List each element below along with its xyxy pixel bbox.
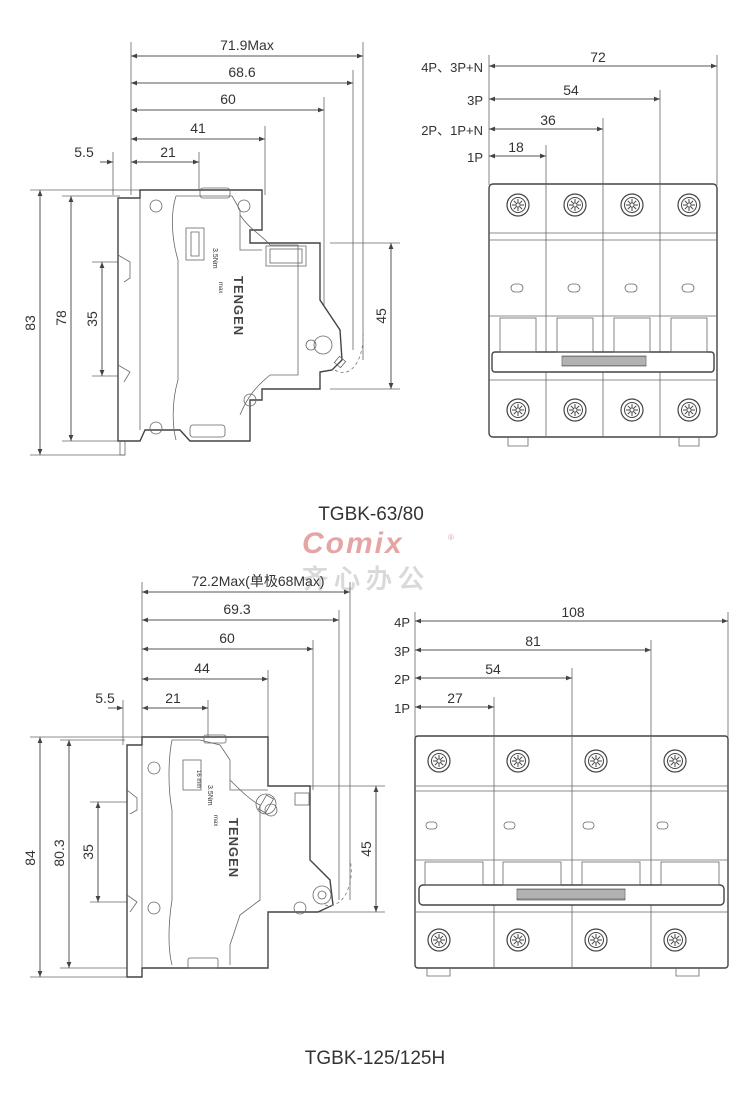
dim-84: 84 bbox=[22, 850, 38, 866]
drawing-tgbk-125-125h: 72.2Max(单极68Max) 69.3 60 44 21 5.5 84 80… bbox=[22, 573, 729, 1069]
dim-108: 108 bbox=[561, 604, 585, 620]
side-view-2-body: 16 mm 3.5Nm max TENGEN bbox=[126, 734, 352, 978]
pole-label-3p: 3P bbox=[467, 93, 483, 108]
side-view-1-dimensions: 71.9Max 68.6 60 41 21 5.5 bbox=[22, 37, 400, 456]
pole-label-3p-b: 3P bbox=[394, 644, 410, 659]
dim-60: 60 bbox=[220, 91, 236, 107]
dim-21: 21 bbox=[160, 144, 176, 160]
pole-label-2p-1pn: 2P、1P+N bbox=[421, 123, 483, 138]
dim-80-3: 80.3 bbox=[51, 839, 67, 866]
dim-36: 36 bbox=[540, 112, 556, 128]
pole-label-4p-3pn: 4P、3P+N bbox=[421, 60, 483, 75]
front-view-1-dimensions: 72 4P、3P+N 54 3P 36 2P、1P+N 18 1P bbox=[421, 49, 718, 185]
dim-54: 54 bbox=[563, 82, 579, 98]
dim-5-5: 5.5 bbox=[74, 144, 94, 160]
front-view-1-body bbox=[488, 183, 718, 447]
label-max-2: max bbox=[212, 815, 218, 826]
dim-45: 45 bbox=[373, 308, 389, 324]
drawing-title-2: TGBK-125/125H bbox=[305, 1048, 445, 1069]
dim-5-5-b: 5.5 bbox=[95, 690, 115, 706]
dim-72-2-max: 72.2Max(单极68Max) bbox=[191, 573, 324, 589]
dim-83: 83 bbox=[22, 315, 38, 331]
dim-81: 81 bbox=[525, 633, 541, 649]
dim-44: 44 bbox=[194, 660, 210, 676]
dim-72: 72 bbox=[590, 49, 606, 65]
pole-label-2p-b: 2P bbox=[394, 672, 410, 687]
brand-tengen-1: TENGEN bbox=[231, 276, 246, 336]
front-view-2-body bbox=[414, 735, 729, 977]
dim-71-9-max: 71.9Max bbox=[220, 37, 274, 53]
dim-21-b: 21 bbox=[165, 690, 181, 706]
dim-60-b: 60 bbox=[219, 630, 235, 646]
drawing-title-1: TGBK-63/80 bbox=[318, 504, 424, 525]
dim-35-b: 35 bbox=[80, 844, 96, 860]
watermark-subtitle: 齐心办公 bbox=[302, 564, 430, 594]
dim-27: 27 bbox=[447, 690, 463, 706]
watermark-registered: ® bbox=[448, 533, 454, 542]
dim-69-3: 69.3 bbox=[223, 601, 250, 617]
front-view-2-dimensions: 108 4P 81 3P 54 2P 27 1P bbox=[394, 604, 729, 737]
label-torque-1: 3.5Nm bbox=[211, 248, 218, 269]
dim-35: 35 bbox=[84, 311, 100, 327]
label-16mm-2: 16 mm bbox=[195, 770, 201, 788]
label-torque-2: 3.5Nm bbox=[206, 785, 213, 806]
brand-tengen-2: TENGEN bbox=[226, 818, 241, 878]
pole-label-1p: 1P bbox=[467, 150, 483, 165]
dim-54-b: 54 bbox=[485, 661, 501, 677]
label-max-1: max bbox=[217, 282, 223, 293]
dim-68-6: 68.6 bbox=[228, 64, 255, 80]
pole-label-4p-b: 4P bbox=[394, 615, 410, 630]
dim-41: 41 bbox=[190, 120, 206, 136]
watermark-logo: Comix bbox=[302, 527, 404, 560]
dim-45-b: 45 bbox=[358, 841, 374, 857]
dim-18: 18 bbox=[508, 139, 524, 155]
drawing-tgbk-63-80: 71.9Max 68.6 60 41 21 5.5 bbox=[22, 37, 718, 525]
watermark: Comix ® 齐心办公 bbox=[302, 527, 454, 594]
dim-78: 78 bbox=[53, 310, 69, 326]
pole-label-1p-b: 1P bbox=[394, 701, 410, 716]
side-view-1-body: 3.5Nm max TENGEN bbox=[117, 187, 364, 456]
